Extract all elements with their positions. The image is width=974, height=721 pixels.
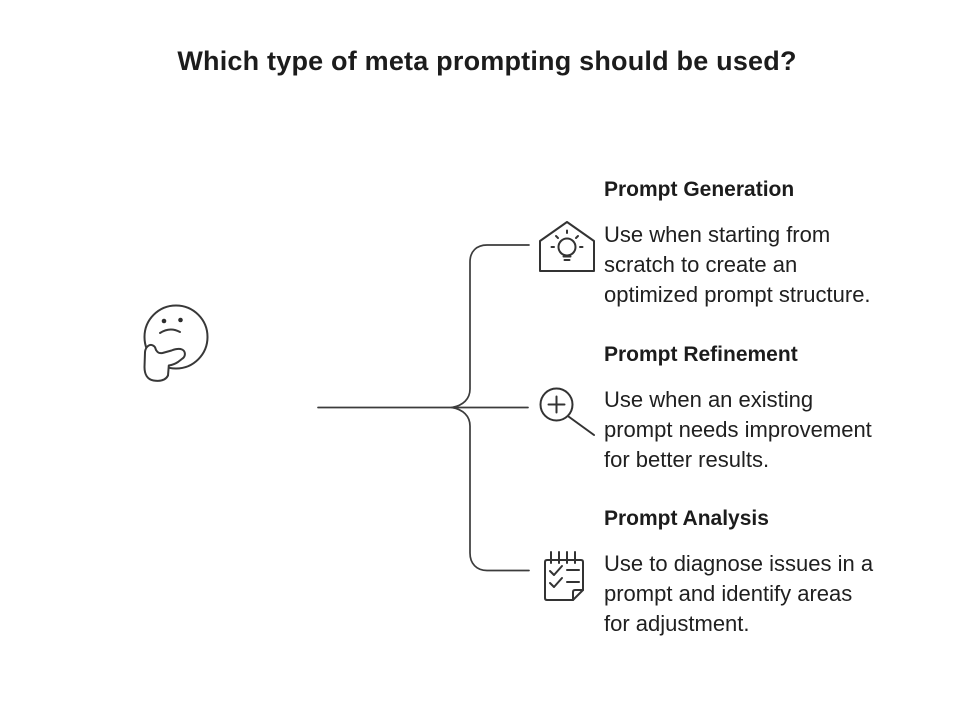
face-frown-mouth [159, 328, 181, 334]
badge-pentagon [539, 221, 595, 272]
face-head [143, 304, 209, 370]
zoom-in-magnifier-icon [539, 387, 595, 436]
face-eye-left [161, 318, 167, 324]
bulb-glass [557, 237, 577, 257]
branch-line-top [451, 244, 530, 409]
checkmark-row-2 [549, 577, 563, 588]
note-binding-rings [550, 551, 576, 564]
branch-title: Prompt Refinement [604, 343, 798, 366]
branch-prompt-refinement: Prompt Refinement Use when an existing p… [604, 342, 954, 475]
note-fold-corner [572, 589, 584, 601]
bulb-base [562, 255, 572, 261]
face-hand [143, 343, 186, 382]
page-title: Which type of meta prompting should be u… [177, 46, 797, 76]
branch-description: Use when starting from scratch to create… [604, 222, 871, 307]
face-eye-right [178, 317, 183, 323]
branch-title: Prompt Analysis [604, 507, 769, 530]
magnifier-handle [567, 415, 595, 436]
branch-description: Use when an existing prompt needs improv… [604, 387, 872, 472]
lightbulb-badge-icon [539, 221, 595, 272]
plus-glyph [547, 395, 566, 414]
checkmark-row-1 [549, 565, 563, 576]
note-page [544, 559, 584, 601]
checklist-note-icon [544, 551, 584, 601]
thinking-face-icon [143, 304, 209, 382]
branch-line-bottom [451, 406, 530, 572]
bulb-rays [550, 229, 584, 248]
branch-title: Prompt Generation [604, 178, 795, 201]
branch-prompt-generation: Prompt Generation Use when starting from… [604, 177, 954, 310]
branch-prompt-analysis: Prompt Analysis Use to diagnose issues i… [604, 506, 954, 639]
branch-description: Use to diagnose issues in a prompt and i… [604, 551, 874, 636]
magnifier-lens [539, 387, 574, 422]
